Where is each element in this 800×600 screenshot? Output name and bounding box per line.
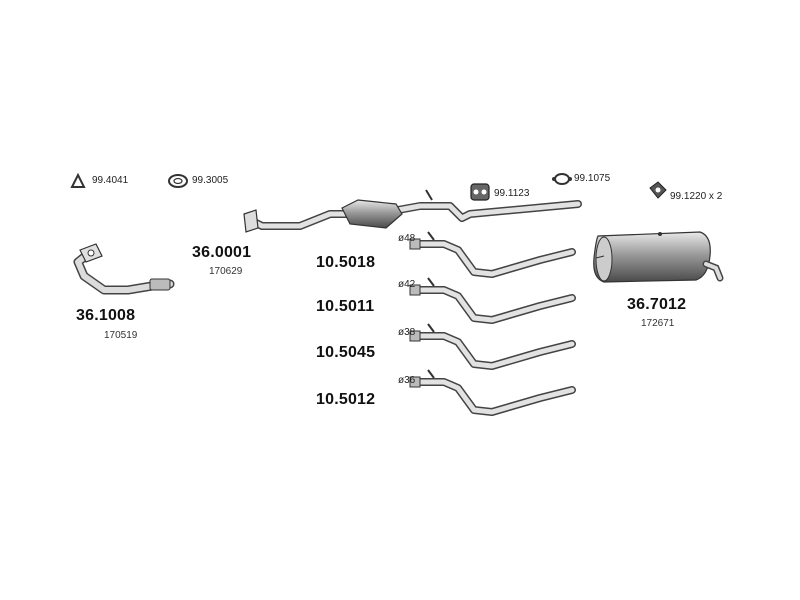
middle-pipe-flange-3 [409,330,421,342]
o-ring-icon [70,172,86,188]
accessory-99-1220-label: 99.1220 x 2 [670,191,723,202]
middle-pipe-body-1 [413,241,575,277]
middle-pipe-body-2 [413,287,575,323]
middle-pipe-diameter-4: ø36 [398,375,416,386]
middle-pipe-flange-2 [409,284,421,296]
catalytic-pipe-code: 36.0001 [192,244,252,261]
middle-pipe-code-2: 10.5011 [316,298,375,315]
front-pipe-ref: 170519 [104,330,138,341]
rubber-hanger-icon [470,183,490,201]
gasket-ring-icon [168,174,188,188]
middle-pipe-body-4 [413,379,575,415]
front-pipe-code: 36.1008 [76,307,136,324]
rear-silencer-ref: 172671 [641,318,675,329]
catalytic-pipe-drawing [243,189,582,233]
accessory-99-4041-label: 99.4041 [92,175,129,186]
middle-pipe-diameter-2: ø42 [398,279,416,290]
middle-pipe-diameter-1: ø48 [398,233,416,244]
middle-pipe-code-3: 10.5045 [316,344,376,361]
middle-pipe-flange-4 [409,376,421,388]
accessory-99-3005-label: 99.3005 [192,175,229,186]
catalytic-pipe-ref: 170629 [209,266,243,277]
rear-silencer-drawing [593,231,724,283]
middle-pipes-drawings [409,231,576,416]
middle-pipe-clamp-4 [427,369,435,379]
middle-pipe-clamp-3 [427,323,435,333]
middle-pipe-clamp-1 [427,231,435,241]
mount-ring-icon [552,173,572,185]
middle-pipe-flange-1 [409,238,421,250]
accessory-99-1075-label: 99.1075 [574,173,611,184]
accessory-99-1123-label: 99.1123 [494,188,530,199]
middle-pipe-body-3 [413,333,575,369]
middle-pipe-clamp-2 [427,277,435,287]
bracket-icon [649,181,667,199]
middle-pipe-diameter-3: ø38 [398,327,416,338]
middle-pipe-code-1: 10.5018 [316,254,376,271]
front-pipe-drawing [73,243,175,295]
rear-silencer-code: 36.7012 [627,296,687,313]
middle-pipe-code-4: 10.5012 [316,391,376,408]
